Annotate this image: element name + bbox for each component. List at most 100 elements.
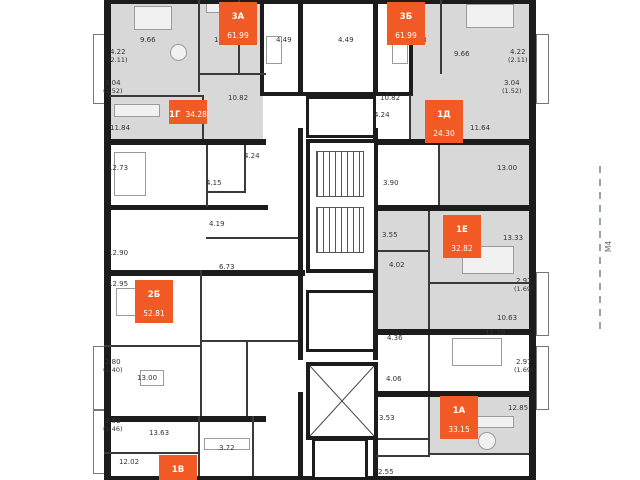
apartment-id: 1Г: [169, 110, 181, 120]
wall: [298, 392, 303, 480]
wall: [428, 211, 430, 329]
wall: [428, 335, 430, 391]
wall: [104, 0, 536, 4]
wall: [409, 0, 413, 95]
dimension-sub: (1.52): [103, 87, 123, 95]
service-room: [306, 290, 376, 352]
furniture-kitchen: [204, 438, 250, 450]
wall: [200, 270, 202, 416]
apartment-badge-1e[interactable]: 1Е 32.82: [443, 215, 481, 258]
section-marker-label: М4: [604, 240, 614, 253]
dimension-label: 4.22(2.11): [508, 48, 528, 64]
dimension-label: 2.97(1.69): [514, 358, 534, 374]
wall: [104, 270, 305, 276]
wall: [206, 145, 208, 207]
dimension-label: 3.72: [219, 444, 235, 452]
dimension-sub: (2.11): [508, 56, 528, 64]
apartment-id: 1В: [171, 465, 185, 475]
dimension-value: 4.22: [109, 48, 126, 56]
apartment-id: 1Е: [456, 225, 468, 235]
elevator-shaft: [306, 362, 378, 440]
balcony: [536, 34, 549, 104]
wall: [298, 0, 303, 95]
wall: [109, 95, 202, 97]
dimension-label: 2.92(1.46): [103, 417, 123, 433]
service-room: [312, 438, 368, 480]
wall: [376, 250, 428, 252]
dimension-value: 2.92: [104, 417, 121, 425]
furniture-bed: [114, 152, 146, 196]
furniture-table: [478, 432, 496, 450]
dimension-value: 3.04: [104, 79, 121, 87]
dimension-label: 4.49: [276, 36, 292, 44]
dimension-label: 12.85: [508, 404, 529, 412]
apartment-area: 61.99: [227, 31, 249, 40]
furniture-bed: [462, 246, 514, 274]
balcony: [536, 272, 549, 336]
dimension-label: 13.33: [503, 234, 524, 242]
wall: [198, 416, 200, 476]
dimension-label: 13.00: [497, 164, 518, 172]
wall: [244, 145, 246, 193]
wall: [371, 205, 536, 211]
dimension-value: 4.22: [509, 48, 526, 56]
dimension-label: 2.55: [378, 468, 394, 476]
wall: [371, 391, 536, 397]
wall: [373, 0, 378, 95]
wall: [246, 340, 248, 416]
apartment-badge-1a[interactable]: 1А 33.15: [440, 396, 478, 439]
dimension-label: 4.15: [206, 179, 222, 187]
apartment-badge-1d[interactable]: 1Д 24.30: [425, 100, 463, 143]
dimension-sub: (1.46): [103, 425, 123, 433]
wall: [428, 397, 430, 453]
wall: [260, 92, 413, 96]
apartment-badge-3b[interactable]: 3Б 61.99: [387, 2, 425, 45]
apartment-area: 24.30: [433, 129, 455, 138]
dimension-value: 2.97: [515, 358, 532, 366]
dimension-label: 3.53: [379, 414, 395, 422]
wall: [206, 191, 246, 193]
apartment-badge-2b[interactable]: 2Б 52.81: [135, 280, 173, 323]
dimension-label: 3.04(1.52): [103, 79, 123, 95]
apartment-id: 2Б: [147, 290, 161, 300]
wall: [371, 329, 536, 335]
wall: [104, 345, 202, 347]
dimension-sub: (1.69): [514, 366, 534, 374]
dimension-sub: (1.40): [103, 366, 123, 374]
furniture-table: [140, 370, 164, 386]
furniture-bed: [134, 6, 172, 30]
furniture-table: [170, 44, 187, 61]
apartment-badge-1g[interactable]: 1Г 34.28: [169, 100, 207, 124]
dimension-label: 3.04(1.52): [502, 79, 522, 95]
furniture-bed: [452, 338, 502, 366]
wall: [376, 455, 430, 457]
wall: [409, 95, 411, 139]
dimension-sub: (1.69): [514, 285, 534, 293]
wall: [206, 237, 298, 239]
apartment-badge-1v[interactable]: 1В 34.58: [159, 455, 197, 480]
dimension-label: 12.90: [108, 249, 129, 257]
stair-treads: [316, 207, 364, 253]
wall: [104, 452, 200, 454]
dimension-label: 3.90: [383, 179, 399, 187]
dimension-label: 10.82: [380, 94, 401, 102]
service-shaft: [306, 96, 376, 138]
apartment-id: 1Д: [437, 110, 451, 120]
dimension-label: 13.63: [149, 429, 170, 437]
apartment-badge-3a[interactable]: 3А 61.99: [219, 2, 257, 45]
dimension-label: 4.06: [386, 375, 402, 383]
dimension-label: 11.84: [110, 124, 131, 132]
wall: [438, 145, 440, 205]
dimension-label: 2.97(1.69): [514, 277, 534, 293]
wall: [198, 73, 266, 75]
apartment-id: 1А: [452, 406, 466, 416]
dimension-label: 2.80(1.40): [103, 358, 123, 374]
room-area: [440, 145, 529, 205]
dimension-label: 13.00: [137, 374, 158, 382]
dimension-label: 12.95: [108, 280, 129, 288]
dimension-sub: (2.11): [108, 56, 128, 64]
dimension-label: 12.73: [108, 164, 129, 172]
wall: [104, 205, 268, 210]
wall: [200, 340, 298, 342]
